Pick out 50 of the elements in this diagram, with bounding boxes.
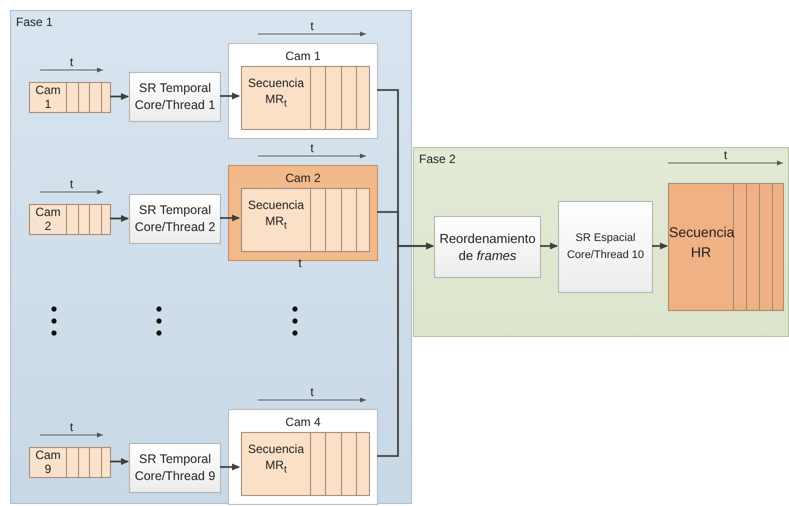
- camera-frames: [29, 82, 111, 113]
- time-label: t: [68, 54, 74, 70]
- camera-title: Cam 1: [284, 48, 322, 64]
- phase-panel: [10, 10, 412, 504]
- time-label: t: [309, 18, 315, 34]
- sequence-frames: [241, 66, 370, 130]
- time-label: t: [722, 147, 728, 163]
- arrow: [110, 458, 129, 465]
- sequence-frames: [668, 183, 784, 311]
- process-box: [558, 201, 653, 293]
- camera-label: Cam 9: [35, 448, 61, 476]
- arrow: [377, 242, 434, 457]
- phase-title: Fase 1: [16, 14, 53, 30]
- time-label: t: [309, 384, 315, 400]
- sequence-frames: [241, 432, 370, 496]
- process-box: [129, 443, 221, 493]
- process-label: SR Temporal Core/Thread 9: [134, 451, 216, 485]
- phase-title: Fase 2: [419, 151, 456, 167]
- camera-label: Cam 2: [35, 205, 61, 233]
- camera-label: Cam 1: [35, 83, 61, 111]
- time-label: t: [68, 419, 74, 435]
- arrow: [220, 214, 240, 222]
- camera-output-panel: [228, 409, 378, 505]
- process-box: [129, 194, 221, 244]
- arrow: [110, 215, 129, 222]
- arrow: [220, 464, 240, 470]
- time-label: t: [309, 140, 315, 156]
- sequence-frames: [241, 188, 370, 252]
- camera-output-panel: [228, 165, 378, 261]
- camera-frames: [29, 204, 111, 235]
- camera-output-panel: [228, 43, 378, 139]
- phase-panel: [413, 147, 789, 337]
- process-label: SR Espacial Core/Thread 10: [566, 231, 646, 263]
- process-label: SR Temporal Core/Thread 2: [134, 202, 216, 236]
- arrow: [540, 242, 558, 250]
- time-label: t: [68, 176, 74, 192]
- camera-title: Cam 4: [284, 414, 322, 430]
- arrow: [652, 242, 668, 250]
- arrow: [110, 93, 129, 100]
- sequence-label: Secuencia MR$_{t}$: [246, 197, 306, 234]
- process-box: [129, 72, 221, 122]
- camera-title: Cam 2: [284, 170, 322, 186]
- camera-frames: [29, 447, 111, 478]
- process-box: [434, 216, 541, 278]
- sequence-label: Secuencia MR$_{t}$: [246, 441, 306, 478]
- sequence-label: Secuencia HR: [669, 223, 733, 262]
- sequence-label: Secuencia MR$_{t}$: [246, 75, 306, 112]
- arrow: [220, 92, 240, 100]
- process-label: SR Temporal Core/Thread 1: [134, 80, 216, 114]
- process-label: Reordenamiento de frames: [438, 230, 537, 264]
